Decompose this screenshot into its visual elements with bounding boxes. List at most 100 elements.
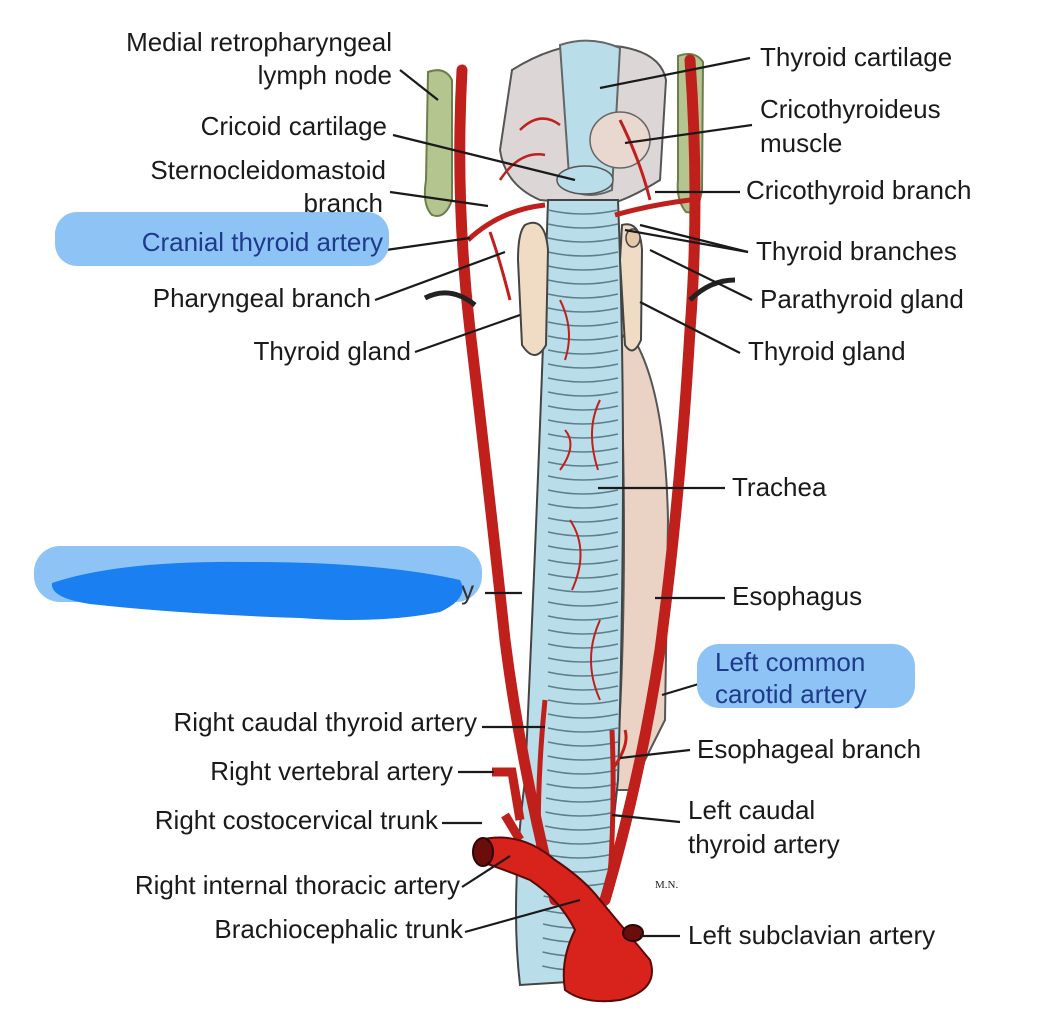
cricoid-cartilage-shape (556, 165, 614, 195)
left-common-carotid-highlight (697, 644, 915, 708)
label-medial-retropharyngeal-line1: Medial retropharyngeal (126, 27, 392, 57)
tracheal-ring (545, 797, 617, 803)
tracheal-ring (547, 531, 619, 537)
label-left-common-carotid-line2: carotid artery (715, 679, 867, 709)
right-cranial-thyroid-artery (466, 202, 546, 242)
label-right-costocervical: Right costocervical trunk (154, 805, 438, 835)
label-cranial-thyroid-artery: Cranial thyroid artery (141, 227, 383, 257)
artist-signature: M.N. (655, 879, 678, 891)
tracheal-ring (544, 839, 615, 845)
right-artery-cut-end (423, 290, 477, 307)
label-left-subclavian: Left subclavian artery (688, 920, 936, 950)
left-common-carotid-artery (599, 54, 701, 906)
tracheal-ring (547, 265, 619, 271)
right-small-vessels (498, 117, 561, 181)
tracheal-ring (547, 503, 619, 509)
tracheal-ring (547, 657, 619, 663)
label-esophageal-branch: Esophageal branch (697, 734, 922, 764)
tracheal-ring (547, 545, 619, 551)
label-left-caudal-thyroid-line1: Left caudal (688, 795, 816, 825)
label-cricothyroideus-line2: muscle (760, 128, 843, 158)
right-costocervical-trunk-vessel (501, 812, 524, 843)
tracheal-vessels (559, 299, 601, 701)
label-cricoid-cartilage: Cricoid cartilage (200, 111, 387, 141)
label-thyroid-gland-left: Thyroid gland (748, 336, 906, 366)
tracheal-ring (547, 209, 619, 215)
tracheal-ring (547, 643, 619, 649)
label-medial-retropharyngeal-line2: lymph node (257, 60, 392, 90)
label-trachea: Trachea (732, 472, 827, 502)
label-hidden-fragment: ery (438, 575, 475, 605)
tracheal-ring (547, 363, 619, 369)
tracheal-ring (547, 293, 619, 299)
parathyroid-gland-shape (625, 228, 641, 248)
tracheal-ring (544, 825, 616, 831)
tracheal-ring (547, 447, 619, 453)
right-pharyngeal-branch (488, 231, 512, 301)
tracheal-ring (547, 671, 619, 677)
label-pharyngeal-branch: Pharyngeal branch (152, 283, 371, 313)
tracheal-ring (547, 279, 619, 285)
redacted-label-highlight (34, 546, 482, 602)
tracheal-ring (547, 489, 619, 495)
label-brachiocephalic: Brachiocephalic trunk (214, 914, 463, 944)
tracheal-ring (547, 517, 619, 523)
label-cricothyroid-branch: Cricothyroid branch (746, 175, 972, 205)
right-internal-thoracic-stump (472, 837, 494, 867)
label-right-vertebral: Right vertebral artery (210, 756, 453, 786)
label-esophagus: Esophagus (732, 581, 863, 611)
tracheal-ring (547, 573, 619, 579)
tracheal-ring (547, 237, 619, 243)
left-caudal-thyroid-artery-vessel (607, 729, 616, 881)
label-cricothyroideus-line1: Cricothyroideus (760, 94, 941, 124)
tracheal-ring (547, 587, 619, 593)
label-thyroid-cartilage: Thyroid cartilage (760, 42, 953, 72)
tracheal-ring (547, 377, 619, 383)
label-scm-branch-line1: Sternocleidomastoid (150, 155, 386, 185)
tracheal-ring (547, 601, 619, 607)
tracheal-ring (547, 559, 619, 565)
label-thyroid-gland-right: Thyroid gland (253, 336, 411, 366)
tracheal-ring (547, 405, 619, 411)
tracheal-ring (547, 335, 619, 341)
tracheal-ring (547, 223, 619, 229)
tracheal-ring (547, 727, 619, 733)
tracheal-ring (547, 615, 619, 621)
label-right-internal-thoracic: Right internal thoracic artery (134, 870, 460, 900)
tracheal-ring (547, 251, 619, 257)
label-right-caudal-thyroid: Right caudal thyroid artery (173, 707, 477, 737)
tracheal-ring (547, 321, 619, 327)
left-artery-cut-end (688, 277, 736, 302)
label-scm-branch-line2: branch (303, 188, 384, 218)
left-thyroid-gland-shape (618, 223, 644, 352)
tracheal-ring (547, 349, 619, 355)
left-subclavian-stump (622, 924, 644, 942)
tracheal-ring (547, 699, 619, 705)
label-left-caudal-thyroid-line2: thyroid artery (688, 829, 840, 859)
tracheal-ring (547, 307, 619, 313)
right-vertebral-artery-vessel (492, 767, 525, 821)
tracheal-ring (547, 713, 619, 719)
tracheal-ring (547, 391, 619, 397)
tracheal-ring (547, 629, 619, 635)
left-cranial-thyroid-artery (614, 197, 691, 218)
leader-lines (374, 56, 753, 938)
left-lymph-node (423, 69, 453, 217)
label-left-common-carotid-line1: Left common (715, 647, 866, 677)
tracheal-ring (547, 433, 619, 439)
cranial-thyroid-highlight (55, 212, 389, 266)
tracheal-ring (546, 783, 617, 789)
right-thyroid-gland-shape (516, 221, 550, 356)
tracheal-ring (547, 419, 619, 425)
cricothyroid-branch-vessel (618, 119, 652, 201)
tracheal-ring (547, 461, 619, 467)
tracheal-ring (545, 811, 616, 817)
esophageal-branch-vessel (610, 729, 628, 771)
label-thyroid-branches: Thyroid branches (756, 236, 957, 266)
label-parathyroid-gland: Parathyroid gland (760, 284, 964, 314)
tracheal-ring (547, 685, 619, 691)
brachiocephalic-trunk (478, 836, 653, 1003)
tracheal-ring (547, 475, 619, 481)
